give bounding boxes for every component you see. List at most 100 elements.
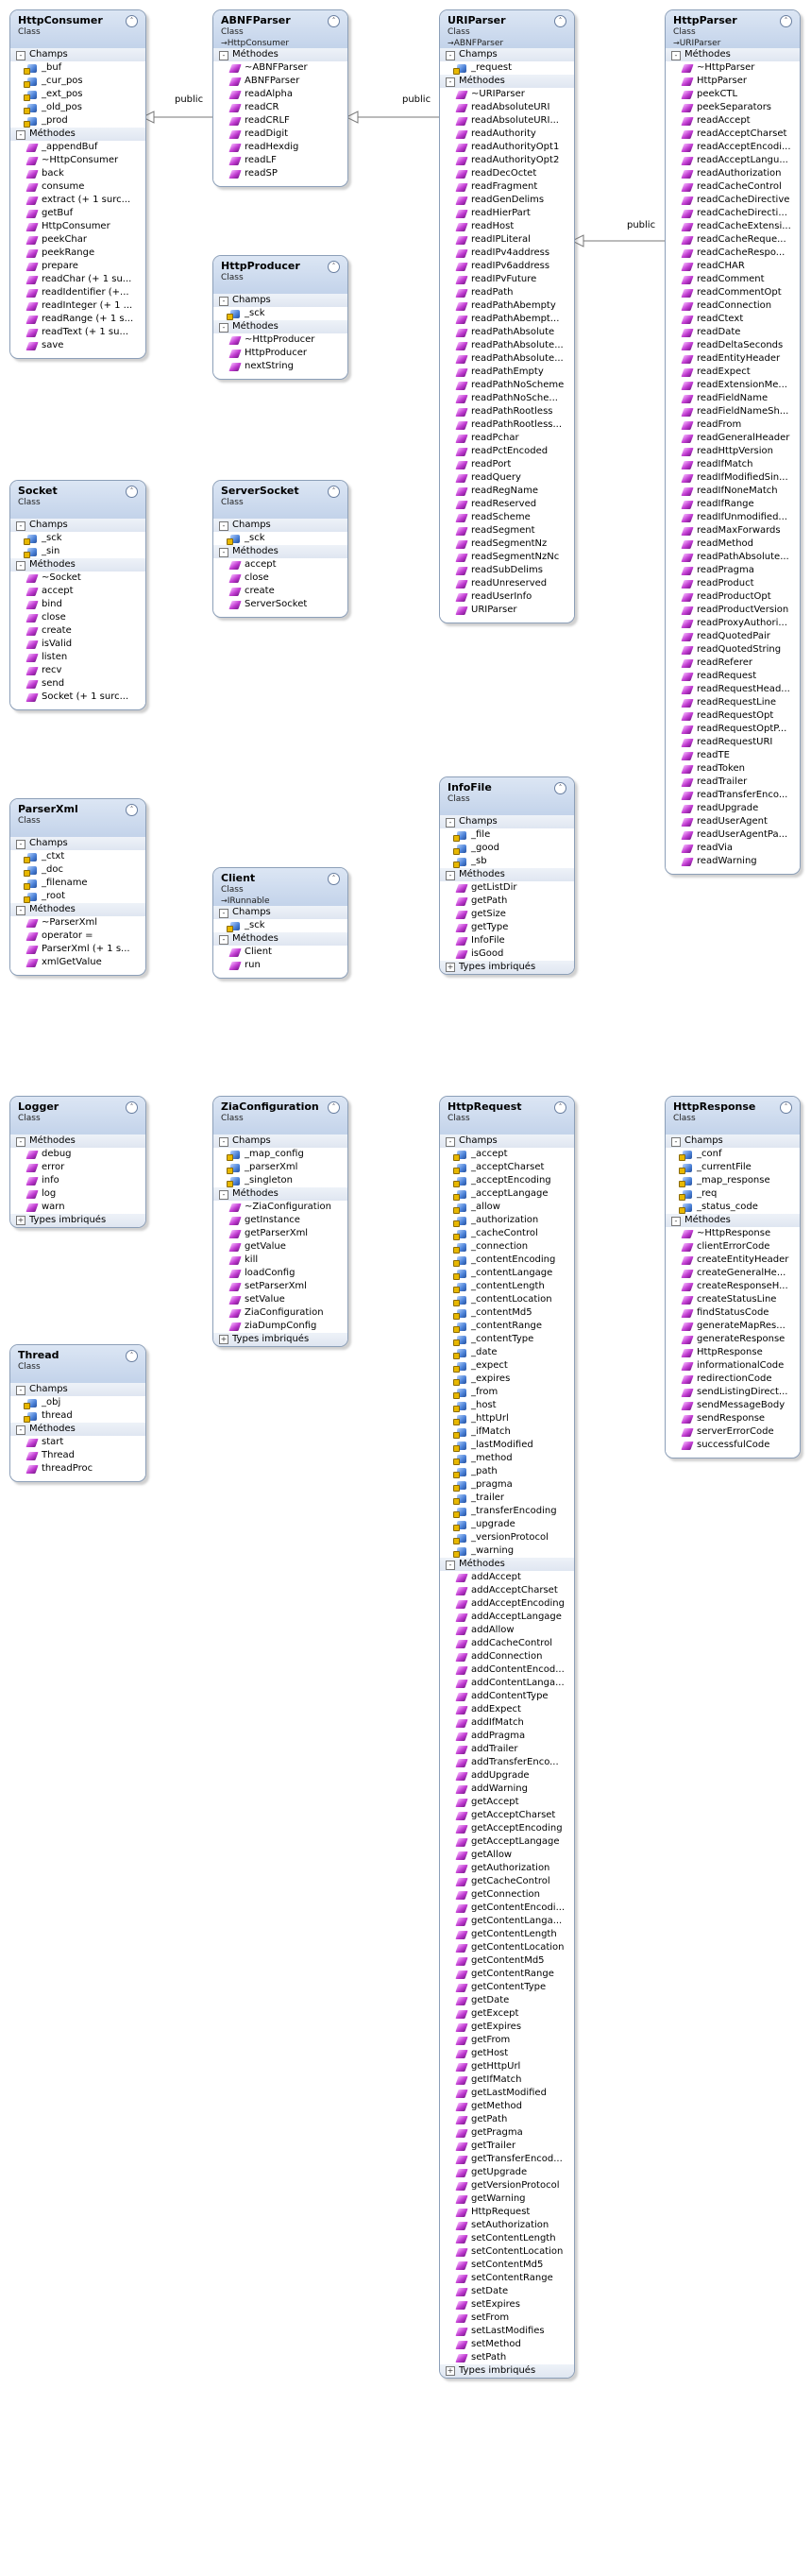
field-item[interactable]: _contentEncoding bbox=[440, 1254, 574, 1267]
method-item[interactable]: getContentLanga... bbox=[440, 1915, 574, 1928]
collapse-toggle-icon[interactable]: - bbox=[16, 130, 25, 140]
collapse-icon[interactable]: ˄ bbox=[126, 15, 138, 27]
collapse-toggle-icon[interactable]: - bbox=[16, 521, 25, 531]
method-item[interactable]: getTransferEncod... bbox=[440, 2153, 574, 2166]
method-item[interactable]: readMaxForwards bbox=[666, 524, 800, 537]
method-item[interactable]: peekChar bbox=[10, 233, 145, 247]
method-item[interactable]: setContentLocation bbox=[440, 2245, 574, 2259]
method-item[interactable]: readFieldName bbox=[666, 392, 800, 405]
method-item[interactable]: error bbox=[10, 1161, 145, 1174]
method-item[interactable]: getExcept bbox=[440, 2007, 574, 2021]
method-item[interactable]: readRequestOptP... bbox=[666, 723, 800, 736]
fields-header[interactable]: -Champs bbox=[213, 294, 347, 307]
collapse-icon[interactable]: ˄ bbox=[126, 486, 138, 498]
method-item[interactable]: createGeneralHe... bbox=[666, 1267, 800, 1280]
method-item[interactable]: readMethod bbox=[666, 537, 800, 551]
method-item[interactable]: readDecOctet bbox=[440, 167, 574, 180]
method-item[interactable]: readCHAR bbox=[666, 260, 800, 273]
expand-toggle-icon[interactable]: + bbox=[446, 963, 455, 972]
methods-header[interactable]: -Méthodes bbox=[213, 545, 347, 558]
collapse-toggle-icon[interactable]: - bbox=[446, 1137, 455, 1147]
method-item[interactable]: addTransferEnco... bbox=[440, 1756, 574, 1769]
field-item[interactable]: _map_response bbox=[666, 1174, 800, 1187]
field-item[interactable]: _conf bbox=[666, 1148, 800, 1161]
collapse-icon[interactable]: ˄ bbox=[780, 15, 792, 27]
fields-header[interactable]: -Champs bbox=[440, 1134, 574, 1148]
collapse-icon[interactable]: ˄ bbox=[328, 1101, 340, 1114]
field-item[interactable]: _sck bbox=[213, 532, 347, 545]
fields-header[interactable]: -Champs bbox=[10, 837, 145, 850]
method-item[interactable]: readSP bbox=[213, 167, 347, 180]
method-item[interactable]: peekSeparators bbox=[666, 101, 800, 114]
field-item[interactable]: thread bbox=[10, 1409, 145, 1423]
method-item[interactable]: readUserInfo bbox=[440, 590, 574, 604]
field-item[interactable]: _contentRange bbox=[440, 1320, 574, 1333]
method-item[interactable]: readProxyAuthori... bbox=[666, 617, 800, 630]
method-item[interactable]: readIfNoneMatch bbox=[666, 485, 800, 498]
collapse-icon[interactable]: ˄ bbox=[328, 486, 340, 498]
collapse-toggle-icon[interactable]: - bbox=[446, 77, 455, 87]
method-item[interactable]: xmlGetValue bbox=[10, 956, 145, 969]
method-item[interactable]: ~HttpResponse bbox=[666, 1227, 800, 1240]
method-item[interactable]: readIPvFuture bbox=[440, 273, 574, 286]
method-item[interactable]: readAccept bbox=[666, 114, 800, 128]
methods-header[interactable]: -Méthodes bbox=[10, 903, 145, 916]
collapse-toggle-icon[interactable]: - bbox=[671, 1217, 681, 1226]
method-item[interactable]: accept bbox=[213, 558, 347, 571]
method-item[interactable]: readUpgrade bbox=[666, 802, 800, 815]
field-item[interactable]: _host bbox=[440, 1399, 574, 1412]
method-item[interactable]: redirectionCode bbox=[666, 1373, 800, 1386]
method-item[interactable]: back bbox=[10, 167, 145, 180]
method-item[interactable]: readAuthorization bbox=[666, 167, 800, 180]
collapse-icon[interactable]: ˄ bbox=[554, 1101, 566, 1114]
method-item[interactable]: readSubDelims bbox=[440, 564, 574, 577]
method-item[interactable]: create bbox=[213, 585, 347, 598]
method-item[interactable]: readCacheControl bbox=[666, 180, 800, 194]
method-item[interactable]: peekCTL bbox=[666, 88, 800, 101]
method-item[interactable]: addIfMatch bbox=[440, 1716, 574, 1730]
collapse-toggle-icon[interactable]: - bbox=[446, 1561, 455, 1570]
method-item[interactable]: informationalCode bbox=[666, 1359, 800, 1373]
method-item[interactable]: getMethod bbox=[440, 2100, 574, 2113]
method-item[interactable]: readQuery bbox=[440, 471, 574, 485]
field-item[interactable]: _prod bbox=[10, 114, 145, 128]
field-item[interactable]: _cur_pos bbox=[10, 75, 145, 88]
method-item[interactable]: readRequestHead... bbox=[666, 683, 800, 696]
method-item[interactable]: setExpires bbox=[440, 2298, 574, 2312]
method-item[interactable]: addPragma bbox=[440, 1730, 574, 1743]
method-item[interactable]: ~URIParser bbox=[440, 88, 574, 101]
collapse-toggle-icon[interactable]: - bbox=[16, 840, 25, 849]
method-item[interactable]: readPctEncoded bbox=[440, 445, 574, 458]
collapse-toggle-icon[interactable]: - bbox=[671, 51, 681, 60]
expand-toggle-icon[interactable]: + bbox=[16, 1216, 25, 1225]
method-item[interactable]: readFragment bbox=[440, 180, 574, 194]
method-item[interactable]: nextString bbox=[213, 360, 347, 373]
method-item[interactable]: readPort bbox=[440, 458, 574, 471]
method-item[interactable]: consume bbox=[10, 180, 145, 194]
method-item[interactable]: readRequestURI bbox=[666, 736, 800, 749]
collapse-toggle-icon[interactable]: - bbox=[446, 871, 455, 880]
method-item[interactable]: readPchar bbox=[440, 432, 574, 445]
method-item[interactable]: setParserXml bbox=[213, 1280, 347, 1293]
method-item[interactable]: setContentLength bbox=[440, 2232, 574, 2245]
method-item[interactable]: prepare bbox=[10, 260, 145, 273]
collapse-toggle-icon[interactable]: - bbox=[446, 818, 455, 827]
method-item[interactable]: extract (+ 1 surc... bbox=[10, 194, 145, 207]
field-item[interactable]: _doc bbox=[10, 863, 145, 877]
method-item[interactable]: createStatusLine bbox=[666, 1293, 800, 1306]
method-item[interactable]: getConnection bbox=[440, 1888, 574, 1902]
method-item[interactable]: warn bbox=[10, 1201, 145, 1214]
method-item[interactable]: readPathAbsolute... bbox=[440, 339, 574, 352]
method-item[interactable]: getAccept bbox=[440, 1796, 574, 1809]
method-item[interactable]: readCacheDirecti... bbox=[666, 207, 800, 220]
field-item[interactable]: _from bbox=[440, 1386, 574, 1399]
method-item[interactable]: serverErrorCode bbox=[666, 1425, 800, 1439]
methods-header[interactable]: -Méthodes bbox=[440, 1558, 574, 1571]
methods-header[interactable]: -Méthodes bbox=[666, 1214, 800, 1227]
method-item[interactable]: readReserved bbox=[440, 498, 574, 511]
method-item[interactable]: readRequest bbox=[666, 670, 800, 683]
